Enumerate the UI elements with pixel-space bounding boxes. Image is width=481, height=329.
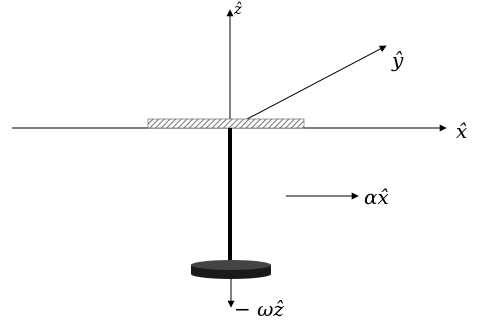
y-axis-line — [229, 45, 387, 129]
z-axis-label: ẑ — [234, 0, 242, 18]
pendulum-rod — [228, 128, 232, 266]
angular-velocity-label: − ωẑ — [234, 297, 284, 321]
x-axis-label: x̂ — [456, 119, 468, 143]
spinning-disc — [191, 260, 271, 279]
ceiling-support — [147, 118, 305, 129]
acceleration-label: αx̂ — [364, 185, 389, 209]
y-axis-label: ŷ — [392, 48, 404, 72]
